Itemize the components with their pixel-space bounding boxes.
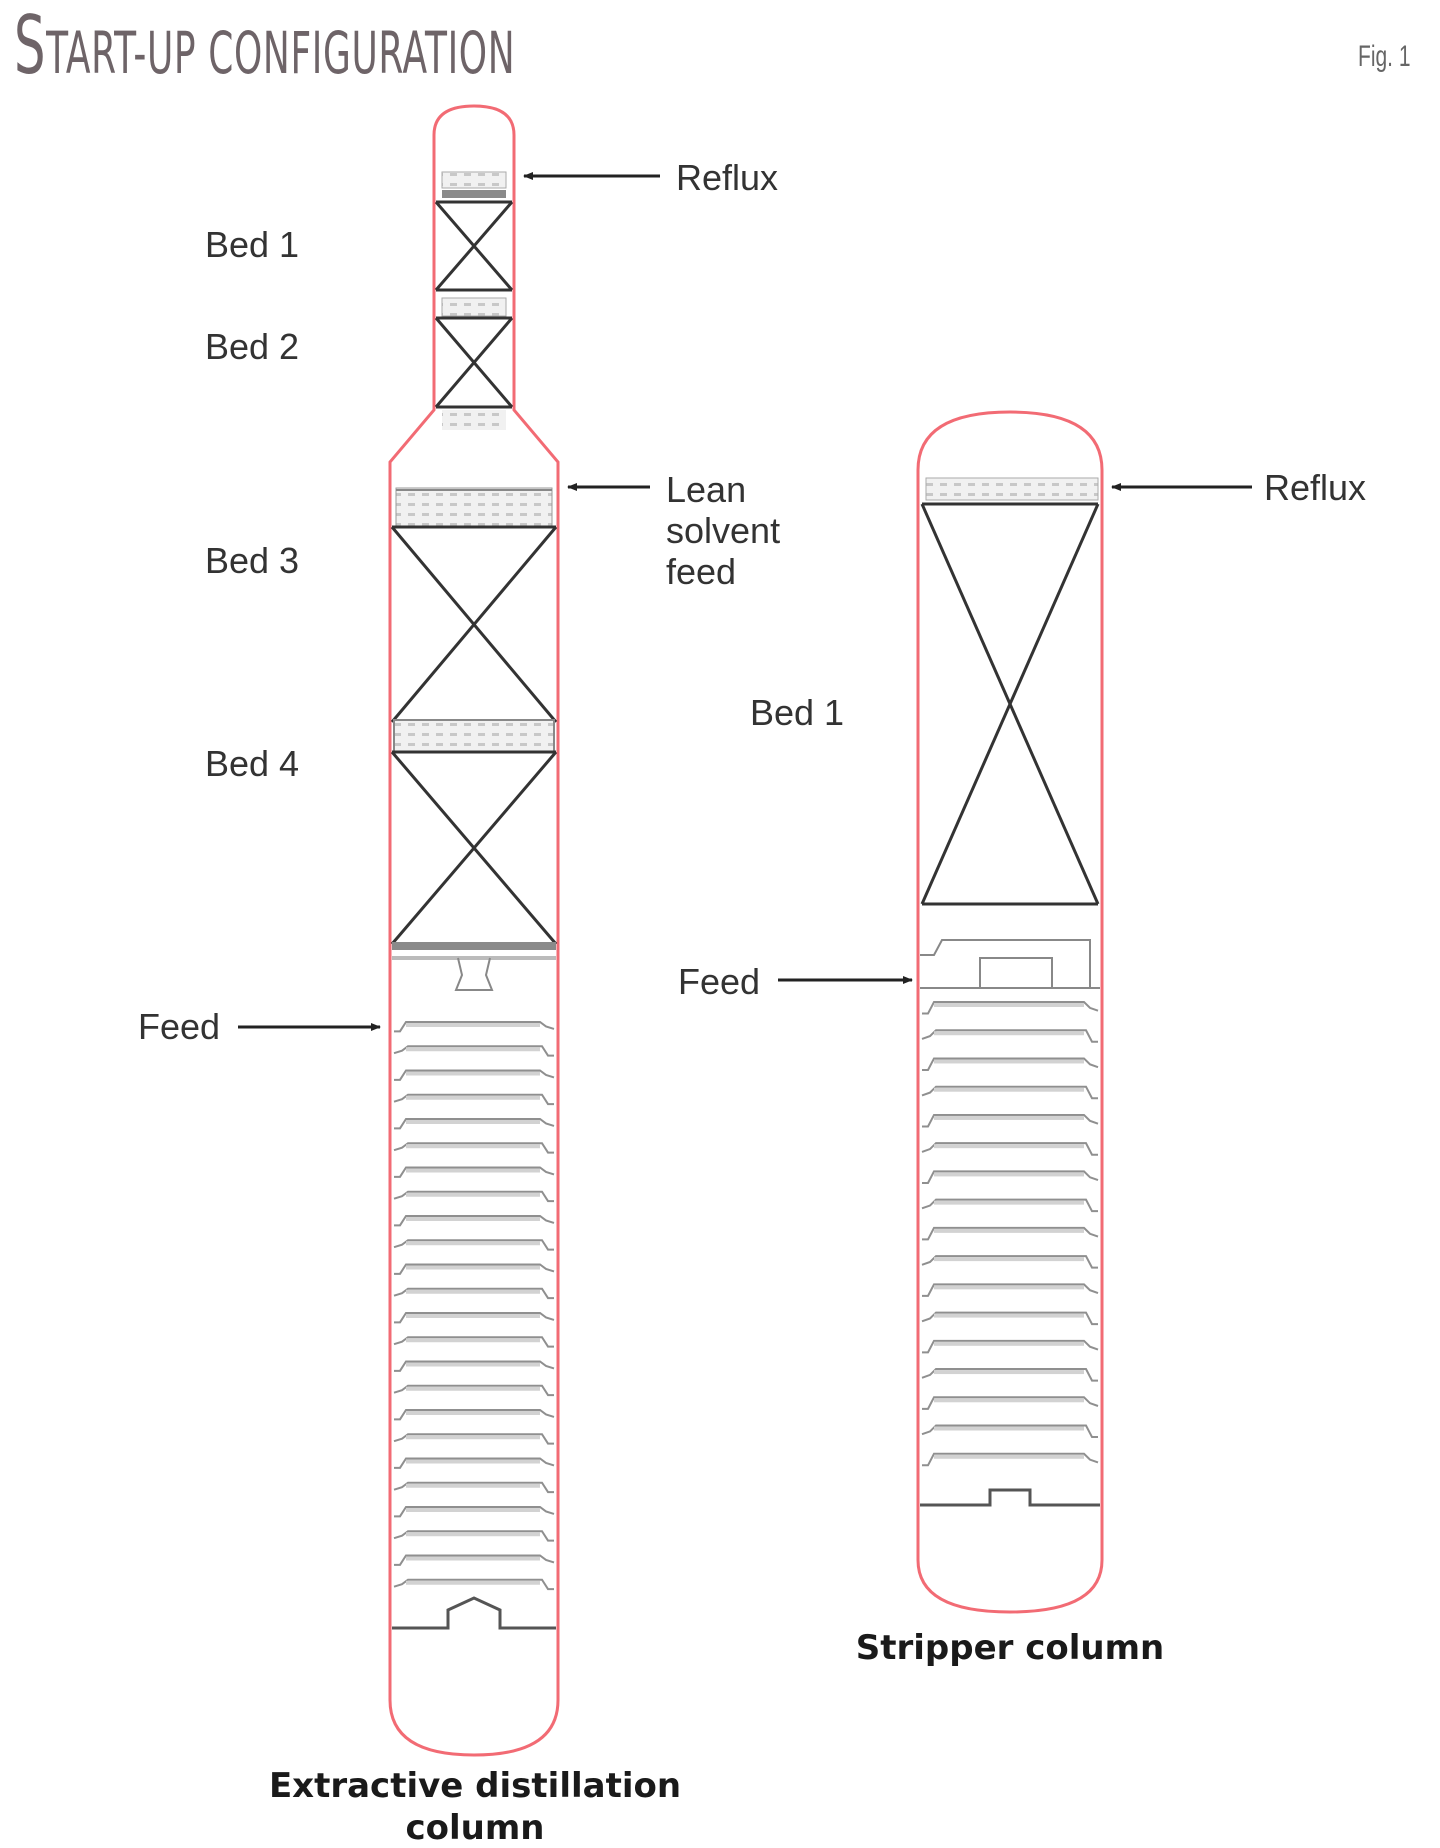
extractive-bed-4-label: Bed 4 <box>205 743 300 784</box>
lean-solvent-label-line3: feed <box>666 551 737 592</box>
extractive-bed-1-label: Bed 1 <box>205 224 300 265</box>
extractive-feed-label: Feed <box>138 1006 221 1047</box>
stripper-column <box>916 410 1104 1614</box>
stripper-bed-1-packing <box>920 502 1100 906</box>
bed-3-packing <box>390 525 558 723</box>
lean-solvent-label-line2: solvent <box>666 510 781 551</box>
extractive-column-trays <box>393 1021 555 1591</box>
stripper-feed-label: Feed <box>678 961 761 1002</box>
extractive-distillation-column <box>388 104 560 1757</box>
extractive-column-title-line1: Extractive distillation <box>268 1766 682 1806</box>
bed-4-packing <box>390 750 558 945</box>
figure-number: Fig. 1 <box>1358 40 1411 73</box>
extractive-column-title-line2: column <box>405 1808 545 1848</box>
stripper-column-trays <box>921 1001 1099 1467</box>
extractive-column-shell <box>388 104 560 1757</box>
extractive-bottom-sump <box>392 1596 556 1630</box>
stripper-bottom-sump <box>920 1488 1100 1507</box>
figure-title: Start-up configuration <box>14 6 515 93</box>
stripper-bed-1-label: Bed 1 <box>750 692 845 733</box>
lean-solvent-label-line1: Lean <box>666 469 747 510</box>
extractive-bed-3-label: Bed 3 <box>205 540 300 581</box>
extractive-reflux-label: Reflux <box>676 157 779 198</box>
bed-1-packing <box>434 200 514 292</box>
bed-2-packing <box>434 316 514 409</box>
title-rest: tart-up configuration <box>46 19 516 87</box>
stripper-reflux-label: Reflux <box>1264 467 1367 508</box>
stripper-column-title: Stripper column <box>855 1628 1165 1668</box>
stripper-column-shell <box>916 410 1104 1614</box>
title-initial: S <box>14 0 47 92</box>
extractive-bed-2-label: Bed 2 <box>205 326 300 367</box>
